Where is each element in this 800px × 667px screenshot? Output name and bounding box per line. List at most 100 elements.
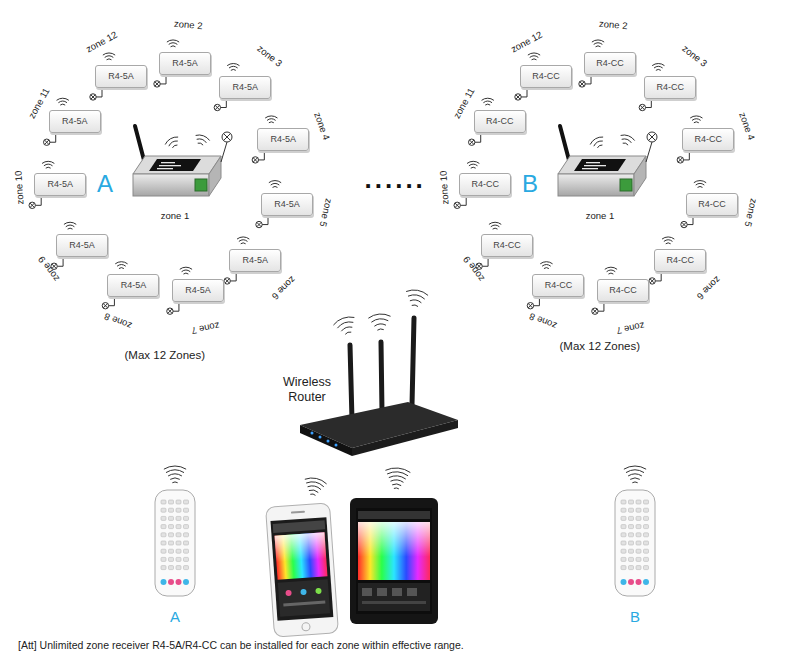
signal-waves xyxy=(597,145,602,148)
remote-button xyxy=(621,533,626,537)
signal-waves xyxy=(57,98,69,100)
signal-waves xyxy=(170,478,180,479)
phone-drawing xyxy=(285,590,291,596)
zone-receiver: R4-CC xyxy=(686,193,738,216)
lamp-symbol xyxy=(469,139,475,145)
lamp-wire xyxy=(258,151,264,160)
remote-button xyxy=(184,525,189,529)
router-drawing xyxy=(327,440,330,443)
lamp-symbol xyxy=(154,81,160,87)
zone-receiver: R4-5A xyxy=(229,249,281,272)
signal-waves xyxy=(485,104,490,106)
controller-top xyxy=(558,156,646,174)
lamp-wire xyxy=(230,272,236,281)
lamp-wire xyxy=(160,75,166,84)
signal-waves xyxy=(44,164,53,165)
zone-label: zone 8 xyxy=(103,310,134,331)
remote-button xyxy=(184,541,189,545)
device-label: R4-5A xyxy=(64,240,100,251)
zone-label: zone 6 xyxy=(694,274,722,302)
remote-button xyxy=(169,557,174,561)
signal-waves xyxy=(341,327,352,331)
screen-mark xyxy=(586,162,600,163)
lamp-symbol xyxy=(469,140,473,144)
signal-waves xyxy=(632,482,637,484)
device-label: R4-5A xyxy=(180,285,216,296)
lamp-symbol xyxy=(639,104,645,110)
phone-drawing xyxy=(300,589,306,595)
router-drawing xyxy=(311,432,314,435)
lamp-symbol xyxy=(592,308,598,314)
signal-waves xyxy=(392,484,401,486)
signal-waves xyxy=(103,53,115,55)
tablet-drawing xyxy=(356,508,432,614)
zone-receiver: R4-CC xyxy=(520,65,572,88)
phone-drawing xyxy=(266,503,339,637)
zone-receiver: R4-CC xyxy=(654,249,706,272)
remote-button xyxy=(629,516,634,520)
signal-waves xyxy=(197,139,207,143)
remote-button xyxy=(161,557,166,561)
remote-button xyxy=(184,566,189,570)
lamp-symbol xyxy=(215,105,219,109)
zone-receiver: R4-5A xyxy=(34,173,86,196)
signal-waves xyxy=(183,273,188,275)
remote-button xyxy=(636,516,641,520)
signal-waves xyxy=(337,322,353,328)
zone-receiver: R4-CC xyxy=(597,279,649,302)
signal-waves xyxy=(540,262,552,264)
screen-mark xyxy=(159,165,181,166)
remote-button xyxy=(636,500,641,504)
signal-waves xyxy=(471,167,476,169)
remote-button xyxy=(169,516,174,520)
lamp-wire xyxy=(220,99,226,108)
signal-waves xyxy=(623,143,628,145)
lamp-symbol xyxy=(224,134,231,141)
signal-waves xyxy=(607,270,616,271)
lamp-wire xyxy=(96,88,102,97)
tablet-drawing xyxy=(358,522,430,580)
phone-drawing xyxy=(266,503,339,637)
signal-waves xyxy=(394,488,399,490)
signal-waves xyxy=(269,181,281,183)
signal-waves xyxy=(621,135,635,141)
signal-waves xyxy=(596,45,601,47)
terminal-block xyxy=(620,179,632,191)
device-label: R4-CC xyxy=(540,280,576,291)
signal-waves xyxy=(182,270,191,271)
remote-button xyxy=(169,500,174,504)
screen-mark xyxy=(582,168,598,169)
zone-receiver: R4-5A xyxy=(261,193,313,216)
signal-waves xyxy=(377,329,383,330)
zone-label: zone 5 xyxy=(742,198,759,228)
zone-label: zone 12 xyxy=(510,30,545,56)
remote-button xyxy=(161,508,166,512)
remote-button xyxy=(636,508,641,512)
signal-waves xyxy=(408,295,425,299)
device-label: Wireless Router xyxy=(268,375,346,405)
signal-waves xyxy=(117,265,126,266)
footnote: [Att] Unlimited zone receiver R4-5A/R4-C… xyxy=(18,639,464,651)
zone-receiver: R4-5A xyxy=(219,76,271,99)
signal-waves xyxy=(60,104,65,106)
lamp-symbol xyxy=(649,278,655,284)
signal-waves xyxy=(662,237,674,239)
remote-button xyxy=(628,579,634,585)
signal-waves xyxy=(167,40,179,42)
signal-waves xyxy=(66,225,75,226)
signal-waves xyxy=(107,58,112,60)
remote-button xyxy=(161,579,167,585)
remote-button xyxy=(644,533,649,537)
phone-drawing xyxy=(271,517,334,621)
controller-screen xyxy=(149,159,201,171)
signal-waves xyxy=(628,474,642,476)
terminal-block xyxy=(195,179,207,191)
router-drawing xyxy=(381,342,382,412)
lamp-wire xyxy=(683,151,689,160)
device-label: R4-5A xyxy=(57,116,93,127)
zone-receiver: R4-CC xyxy=(584,52,636,75)
lamp-symbol xyxy=(516,95,520,99)
signal-waves xyxy=(241,242,246,244)
